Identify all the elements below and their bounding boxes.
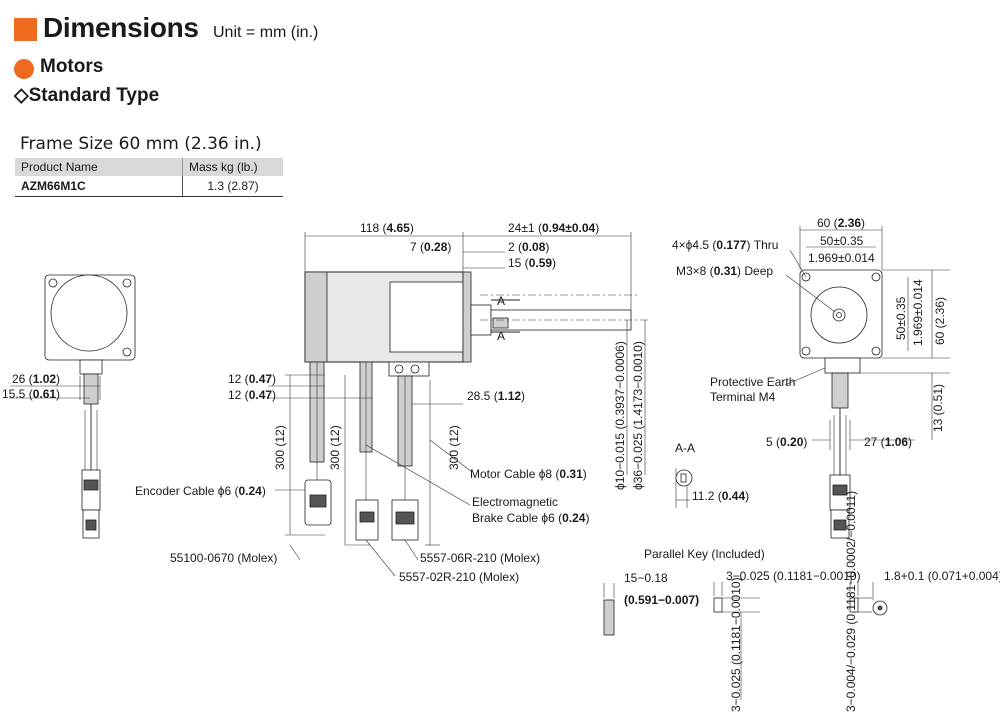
category-heading: Motors <box>40 56 104 77</box>
dim-shaft-10: ϕ10−0.015 (0.3937−0.0006) <box>613 341 627 490</box>
brake-connector-label: 5557-02R-210 (Molex) <box>399 570 519 584</box>
dim-5: 5 (0.20) <box>766 435 807 449</box>
encoder-connector-label: 55100-0670 (Molex) <box>170 551 277 565</box>
dim-24: 24±1 (0.94±0.04) <box>508 221 599 235</box>
dim-13: 13 (0.51) <box>931 384 945 432</box>
column-header: Mass kg (lb.) <box>182 158 283 176</box>
section-mark-a-bottom: A <box>497 329 505 343</box>
encoder-cable-label: Encoder Cable ϕ6 (0.24) <box>135 484 266 498</box>
dim-60-vertical: 60 (2.36) <box>933 297 947 345</box>
unit-label: Unit = mm (in.) <box>213 24 319 41</box>
parallel-key-title: Parallel Key (Included) <box>644 547 765 561</box>
parallel-key-views <box>603 582 888 700</box>
dim-28-5: 28.5 (1.12) <box>467 389 525 403</box>
front-view <box>784 226 950 539</box>
motor-connector-label: 5557-06R-210 (Molex) <box>420 551 540 565</box>
dim-12-b: 12 (0.47) <box>228 388 276 402</box>
dim-50-vertical: 50±0.35 <box>894 296 908 340</box>
motor-cable-label: Motor Cable ϕ8 (0.31) <box>470 467 587 481</box>
mounting-holes-label: 4×ϕ4.5 (0.177) Thru <box>672 238 778 252</box>
dim-50-vertical-in: 1.969±0.014 <box>911 279 925 346</box>
page-title: Dimensions <box>43 12 199 43</box>
earth-terminal-label-2: Terminal M4 <box>710 390 776 404</box>
tapped-hole-label: M3×8 (0.31) Deep <box>676 264 773 278</box>
dim-300-motor: 300 (12) <box>447 425 461 470</box>
key-length-dim-in: (0.591−0.007) <box>624 593 699 607</box>
product-name-cell: AZM66M1C <box>15 176 183 197</box>
key-height-dim-2: 3−0.004/−0.029 (0.1181−0.0002/−0.0011) <box>844 491 858 712</box>
dim-60: 60 (2.36) <box>817 216 865 230</box>
section-aa-view <box>675 468 693 508</box>
column-header: Product Name <box>15 158 183 176</box>
section-mark-a-top: A <box>497 294 505 308</box>
dim-300-brake: 300 (12) <box>328 425 342 470</box>
mass-cell: 1.3 (2.87) <box>182 176 283 197</box>
dim-300-encoder: 300 (12) <box>273 425 287 470</box>
keyway-depth-dim: 1.8+0.1 (0.071+0.004) <box>884 569 1000 583</box>
frame-size-label: Frame Size 60 mm (2.36 in.) <box>20 134 262 154</box>
dim-27: 27 (1.06) <box>864 435 912 449</box>
dim-26: 26 (1.02) <box>12 372 60 386</box>
dim-7: 7 (0.28) <box>410 240 451 254</box>
dim-15-5: 15.5 (0.61) <box>2 387 60 401</box>
brake-cable-label-2: Brake Cable ϕ6 (0.24) <box>472 511 589 525</box>
dim-50: 50±0.35 <box>820 234 864 248</box>
type-heading: ◇Standard Type <box>14 85 160 106</box>
earth-terminal-label-1: Protective Earth <box>710 375 795 389</box>
dim-118: 118 (4.65) <box>360 221 414 235</box>
key-height-dim-1: 3−0.025 (0.1181−0.0010) <box>729 577 743 712</box>
section-aa-label: A-A <box>675 441 695 455</box>
dim-12-a: 12 (0.47) <box>228 372 276 386</box>
table-row: AZM66M1C 1.3 (2.87) <box>15 176 283 197</box>
spec-table: Product Name Mass kg (lb.) AZM66M1C 1.3 … <box>15 158 283 197</box>
bullet-icon <box>14 59 34 79</box>
rear-view <box>10 274 136 539</box>
dim-15: 15 (0.59) <box>508 256 556 270</box>
key-width-dim: 3−0.025 (0.1181−0.0010) <box>726 569 861 583</box>
key-length-dim: 15−0.18 <box>624 571 668 585</box>
dim-50-in: 1.969±0.014 <box>808 251 875 265</box>
dim-flange-36: ϕ36−0.025 (1.4173−0.0010) <box>631 341 645 490</box>
dim-11-2: 11.2 (0.44) <box>692 489 749 503</box>
brake-cable-label-1: Electromagnetic <box>472 495 558 509</box>
section-marker-icon <box>14 18 37 41</box>
dim-2: 2 (0.08) <box>508 240 549 254</box>
side-view <box>268 232 650 577</box>
